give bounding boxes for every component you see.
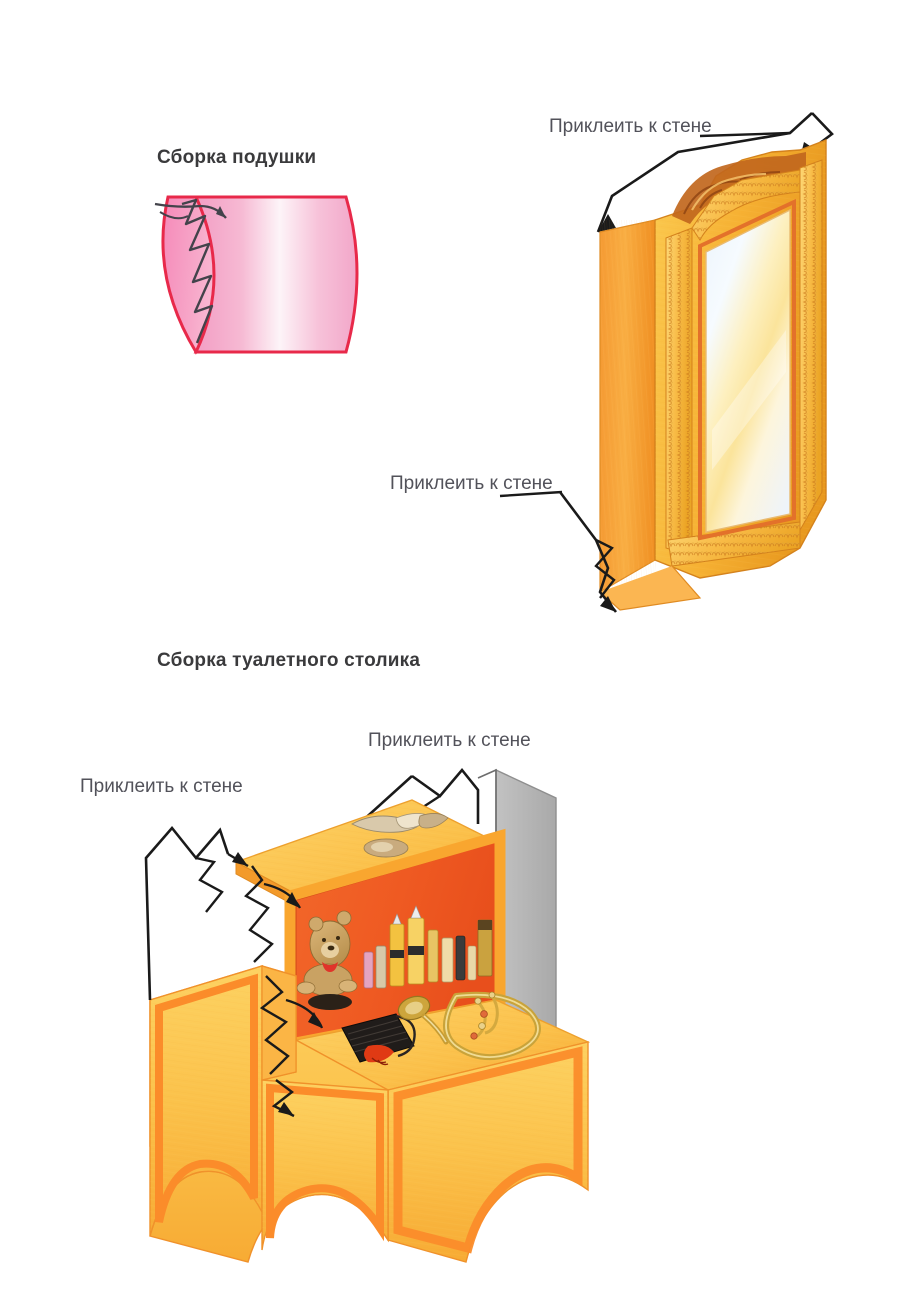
teddy-bear-icon bbox=[296, 910, 358, 1010]
callout-mirror-bottom-glue-to-wall: Приклеить к стене bbox=[390, 473, 553, 494]
pillow-needle-tip-icon bbox=[216, 206, 226, 218]
mirror-figure bbox=[499, 112, 834, 613]
vanity-front-panel-trim bbox=[266, 1083, 384, 1242]
page-title-vanity-assembly: Сборка туалетного столика bbox=[157, 650, 421, 671]
mirror-frame-band-top-ornament bbox=[692, 170, 800, 240]
mirror-glass-sheen bbox=[712, 330, 786, 470]
page-title-pillow-assembly: Сборка подушки bbox=[157, 147, 317, 168]
vanity-left-flap-arrow-icon bbox=[232, 852, 248, 866]
vanity-right-body-grain bbox=[388, 1042, 588, 1262]
vanity-left-upper-face bbox=[261, 965, 297, 1081]
earrings-icon bbox=[470, 991, 499, 1040]
vanity-left-flap-outline bbox=[144, 825, 230, 1001]
vanity-desk-surface-grain bbox=[296, 1000, 588, 1090]
mirror-frame-band-bottom-ornament bbox=[668, 522, 800, 566]
mirror-bottom-leader-line bbox=[499, 490, 563, 498]
vanity-right-body-trim bbox=[393, 1046, 583, 1254]
mirror-top-flap-leader bbox=[699, 131, 791, 138]
vanity-seashells bbox=[351, 813, 449, 858]
pillow-thread-tail bbox=[159, 211, 189, 220]
pillow-stitch-zigzag bbox=[181, 198, 214, 344]
callout-vanity-left-glue-to-wall: Приклеить к стене bbox=[80, 776, 243, 797]
mirror-crest-ornament bbox=[672, 152, 806, 224]
mirror-frame-fillet bbox=[698, 198, 796, 541]
mirror-frame-band-left-ornament bbox=[666, 228, 692, 556]
vanity-mid-tab-leader bbox=[244, 865, 274, 963]
mirror-bottom-flap-leader2 bbox=[594, 538, 616, 599]
vanity-front-panel-grain bbox=[262, 1080, 388, 1250]
hand-mirror-icon bbox=[397, 995, 449, 1045]
mirror-side-panel-grain bbox=[600, 220, 656, 592]
mirror-crest-highlight bbox=[691, 172, 767, 211]
vanity-shelf-items bbox=[296, 905, 493, 1010]
mirror-bottom-flap-arrow-icon bbox=[600, 596, 616, 612]
vanity-left-flap-leader2 bbox=[195, 856, 224, 913]
callout-mirror-top-glue-to-wall: Приклеить к стене bbox=[549, 116, 712, 137]
pillow-figure bbox=[154, 195, 359, 355]
mirror-bottom-flap-leader bbox=[558, 491, 618, 613]
vanity-bottom-tab-arrow-icon bbox=[278, 1102, 294, 1116]
cosmetic-bottles bbox=[363, 905, 493, 989]
mirror-glass bbox=[705, 208, 791, 533]
vanity-lower-tab-leader bbox=[259, 975, 290, 1075]
vanity-left-side-trim bbox=[155, 973, 258, 1223]
mirror-frame-band-right-ornament bbox=[800, 160, 822, 530]
callout-vanity-right-glue-to-wall: Приклеить к стене bbox=[368, 730, 531, 751]
vanity-desk-items bbox=[341, 991, 541, 1066]
vanity-figure bbox=[144, 767, 591, 1263]
mirror-top-flap-outline bbox=[596, 112, 813, 233]
vanity-right-flap-outline bbox=[411, 767, 480, 824]
vanity-lower-tab-curve bbox=[285, 998, 324, 1029]
purse-red-tassel bbox=[364, 1044, 394, 1063]
vanity-mid-tab-arrow-icon bbox=[286, 892, 300, 908]
pillow-body bbox=[193, 195, 359, 354]
vanity-lower-tab-arrow-icon bbox=[308, 1012, 322, 1028]
